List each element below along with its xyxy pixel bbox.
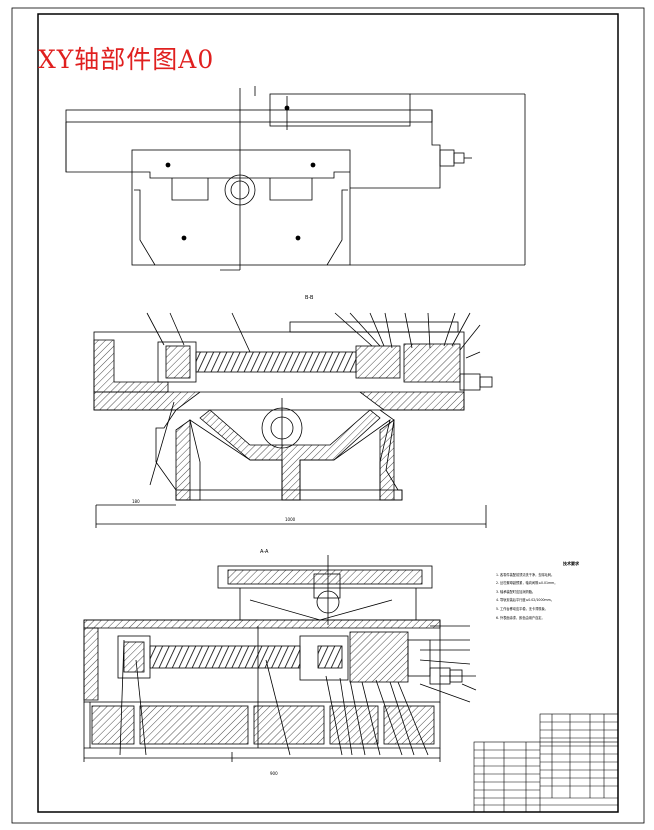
inner-border: [37, 13, 619, 813]
section-b-view: [93, 312, 493, 528]
top-view: [65, 86, 526, 271]
section-b-label: B-B: [305, 295, 314, 301]
top-table-plate: [65, 109, 433, 123]
work-table: [217, 565, 433, 589]
drawing-title: XY轴部件图A0: [38, 45, 215, 74]
upper-top-plate: [289, 321, 459, 333]
requirement-item: 1. 各零件装配前须清洗干净，去除毛刺。: [496, 572, 555, 577]
requirement-item: 5. 工作台移动应平稳，无卡滞现象。: [496, 606, 548, 611]
technical-requirements: 技术要求 1. 各零件装配前须清洗干净，去除毛刺。 2. 丝杠螺母副预紧，轴向间…: [496, 560, 646, 622]
requirement-item: 4. 导轨安装后平行度≤0.02/1000mm。: [496, 598, 554, 603]
section-a-view: [83, 555, 477, 762]
requirement-item: 3. 轴承装配时应加润滑脂。: [496, 589, 536, 594]
requirement-item: 6. 外表面涂漆，颜色由用户自定。: [496, 615, 545, 620]
dim-upper-left: 180: [132, 499, 140, 504]
title-block: [473, 713, 619, 813]
outer-border: [11, 7, 645, 824]
lower-ball-screw: [149, 645, 301, 669]
dim-lower-total: 900: [270, 771, 278, 776]
dim-upper-total: 1000: [285, 517, 296, 522]
technical-requirements-heading: 技术要求: [563, 561, 579, 566]
upper-ball-screw: [195, 351, 357, 373]
top-saddle: [131, 149, 351, 266]
top-slide-block: [269, 93, 411, 127]
section-a-label: A-A: [260, 549, 269, 555]
requirement-item: 2. 丝杠螺母副预紧，轴向间隙≤0.01mm。: [496, 581, 558, 586]
top-handwheel-hub: [439, 149, 455, 167]
